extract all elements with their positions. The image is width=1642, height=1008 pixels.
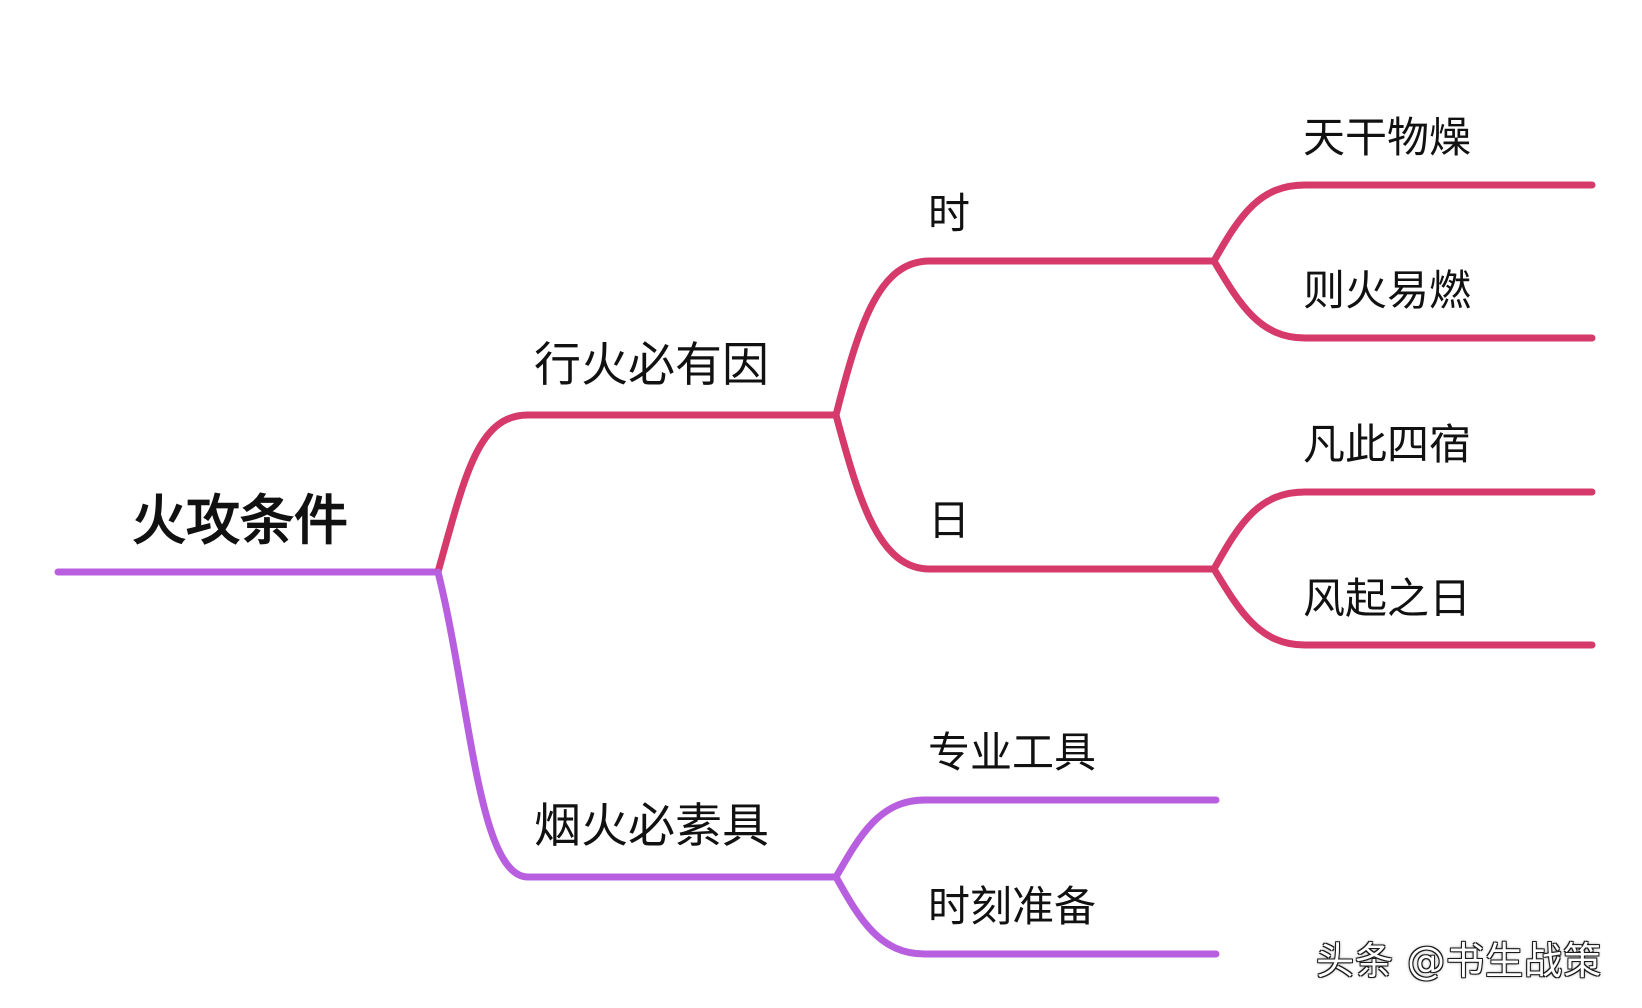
connector-root-to-branch-fire-cause: [434, 411, 840, 576]
connector-root-to-branch-fire-tools: [434, 568, 840, 881]
node-label-day: 日: [928, 496, 971, 545]
connector-to-windy-day: [1210, 565, 1596, 649]
branch-label-fire-cause: 行火必有因: [534, 338, 769, 393]
leaf-label-four-mansions: 凡此四宿: [1303, 420, 1472, 469]
node-label-time: 时: [928, 189, 971, 238]
connector-to-dry-weather: [1210, 181, 1596, 265]
branch-label-fire-tools: 烟火必素具: [534, 799, 769, 854]
root-node-label: 火攻条件: [132, 489, 348, 552]
watermark: 头条 @书生战策: [1316, 939, 1603, 983]
connector-to-ready: [832, 873, 1220, 958]
leaf-label-dry-weather: 天干物燥: [1303, 113, 1472, 162]
leaf-label-pro-tools: 专业工具: [928, 728, 1097, 777]
connector-to-time: [832, 257, 1218, 419]
connector-to-pro-tools: [832, 796, 1220, 881]
connector-to-day: [832, 411, 1218, 573]
leaf-label-easy-burn: 则火易燃: [1303, 266, 1472, 315]
leaf-label-ready: 时刻准备: [928, 882, 1097, 931]
connector-to-easy-burn: [1210, 257, 1596, 342]
connector-to-four-mansions: [1210, 488, 1596, 573]
leaf-label-windy-day: 风起之日: [1303, 574, 1472, 623]
